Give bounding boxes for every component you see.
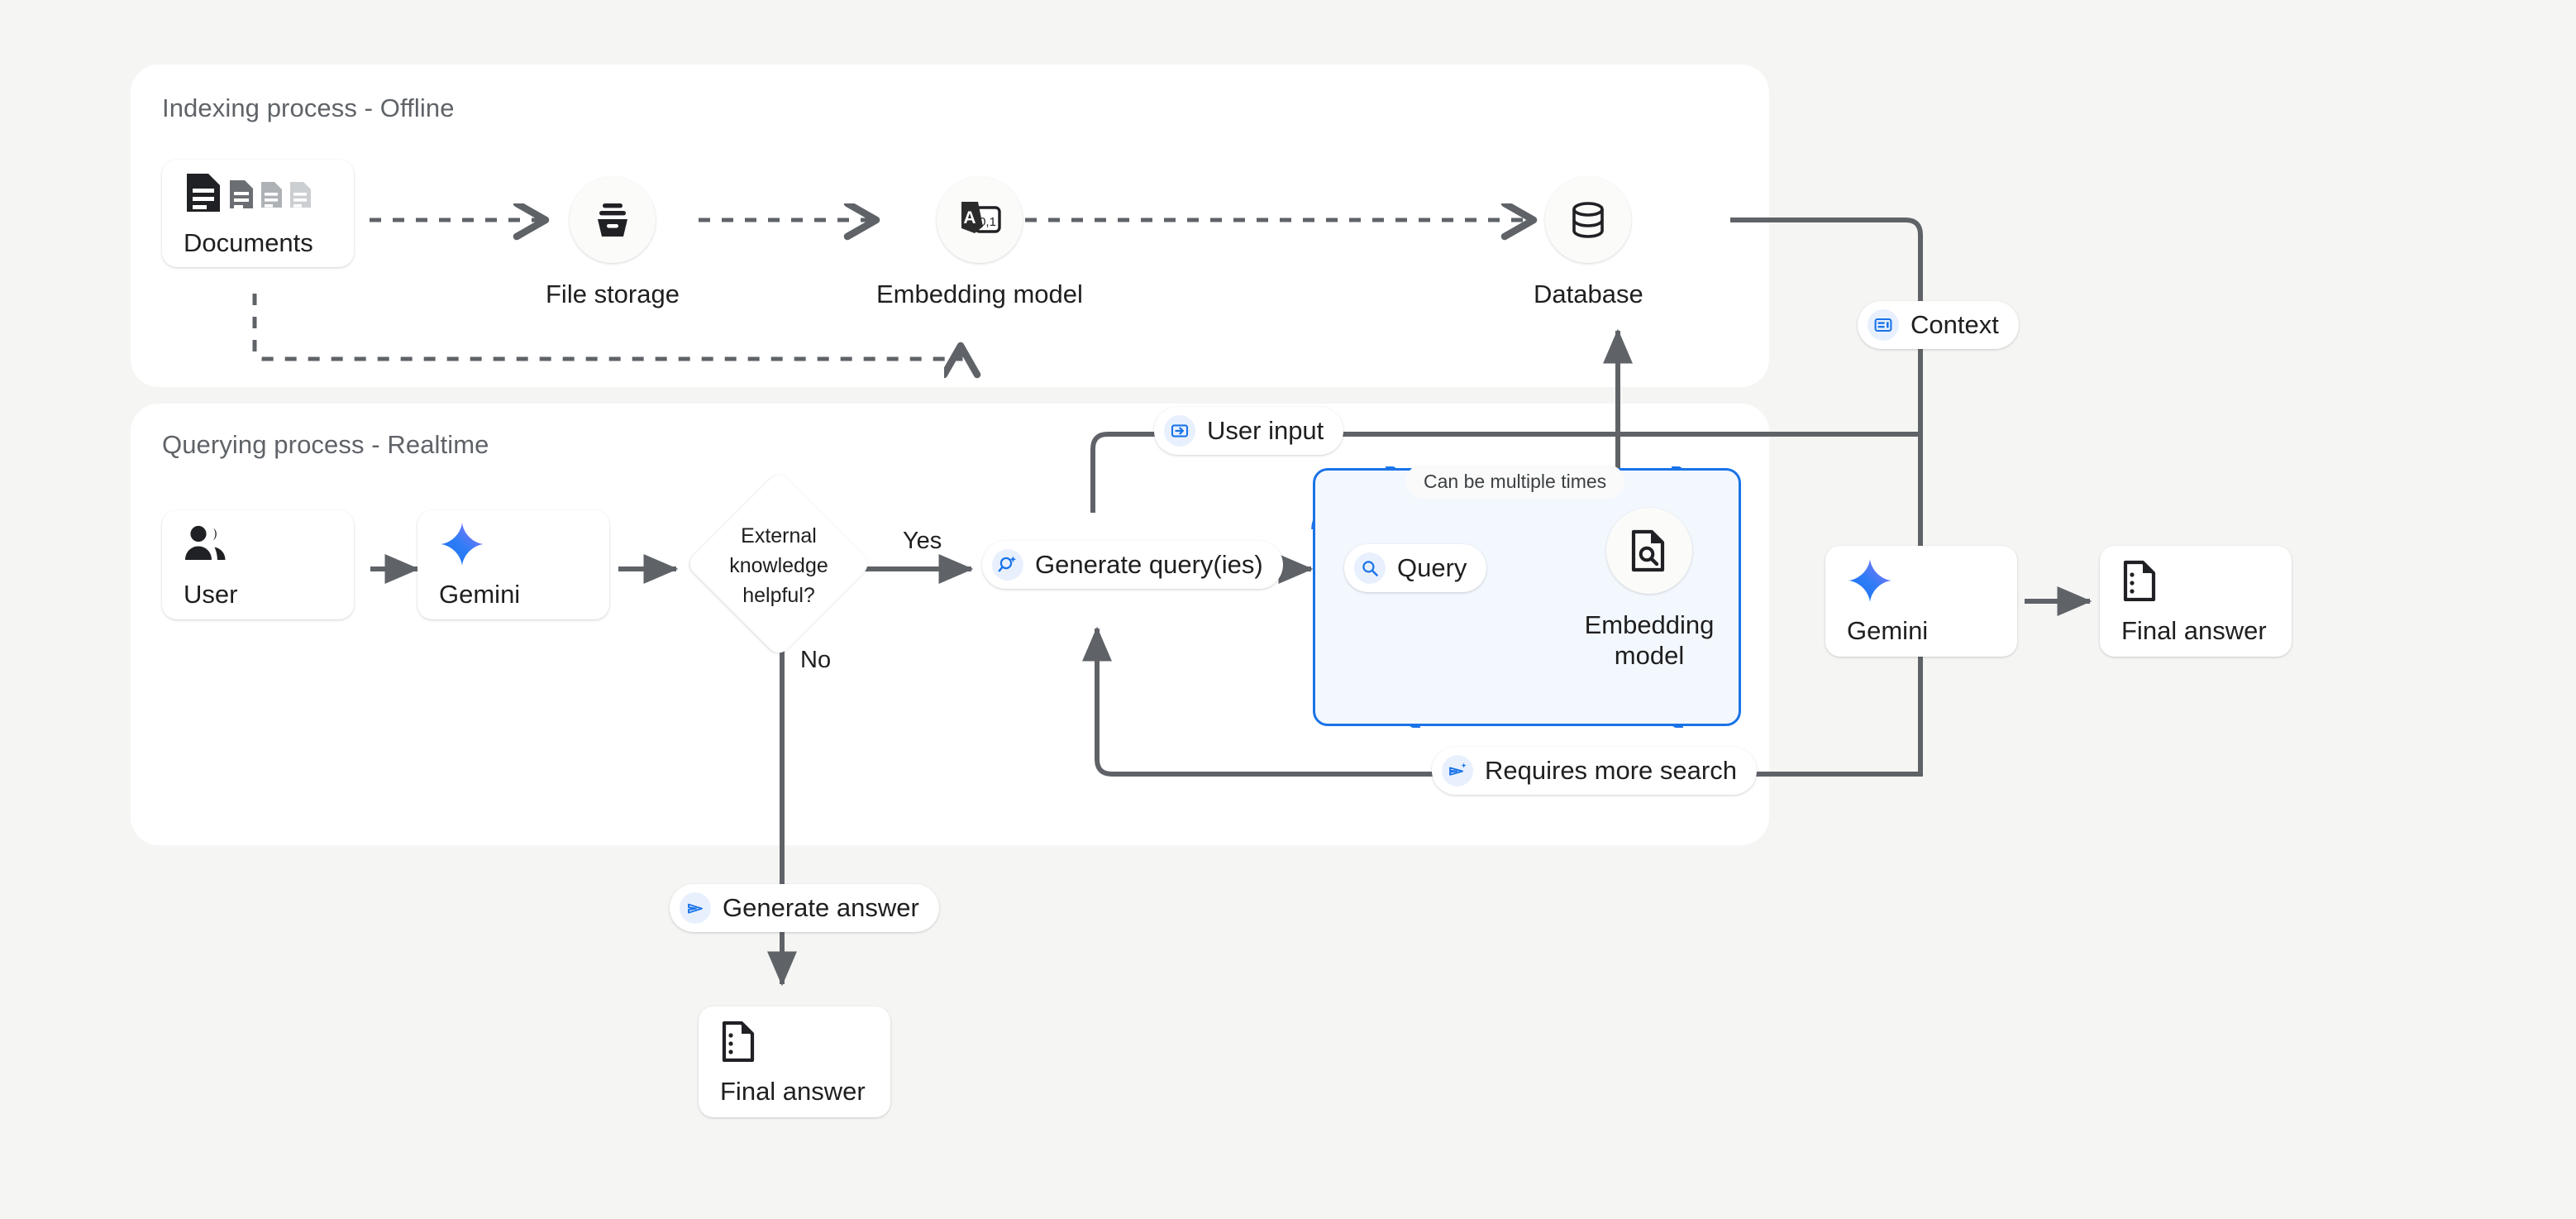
panel-querying-title: Querying process - Realtime (162, 430, 489, 459)
node-user[interactable]: User (162, 510, 354, 619)
edge-label-no: No (800, 647, 832, 673)
node-database[interactable]: Database (1534, 177, 1643, 310)
context-panel-icon (1868, 309, 1899, 341)
people-icon (184, 520, 354, 568)
decision-label: External knowledge helpful? (729, 524, 828, 607)
badge-context[interactable]: Context (1858, 301, 2019, 349)
send-sparkle-icon (1442, 755, 1473, 786)
send-icon (680, 892, 711, 924)
label-can-be-multiple-times: Can be multiple times (1405, 465, 1625, 499)
node-embedding-model-index[interactable]: 0,1 A Embedding model (876, 177, 1083, 310)
panel-indexing-title: Indexing process - Offline (162, 93, 455, 122)
search-icon (1354, 552, 1386, 584)
archive-icon (569, 177, 656, 263)
input-arrow-icon (1164, 415, 1195, 447)
node-final-answer-right-label: Final answer (2121, 616, 2267, 645)
node-documents-label: Documents (184, 228, 313, 257)
node-gemini-answer-label: Gemini (1847, 616, 1929, 645)
search-sparkle-icon (992, 549, 1023, 581)
node-file-storage-label: File storage (546, 280, 680, 308)
node-final-answer-bottom-label: Final answer (720, 1077, 866, 1106)
gemini-sparkle-icon (1847, 557, 2017, 605)
answer-doc-icon (2121, 557, 2292, 605)
node-embedding-model-query-label: Embedding model (1584, 610, 1715, 670)
node-final-answer-bottom[interactable]: Final answer (699, 1006, 890, 1117)
node-documents[interactable]: Documents (162, 160, 354, 267)
database-icon (1545, 177, 1632, 263)
node-final-answer-right[interactable]: Final answer (2100, 546, 2292, 657)
retrieval-loop-box (1313, 468, 1741, 726)
badge-generate-answer[interactable]: Generate answer (670, 884, 939, 932)
node-embedding-model-index-label: Embedding model (876, 280, 1083, 308)
badge-user-input-label: User input (1207, 416, 1324, 445)
documents-icon (184, 169, 354, 217)
badge-generate-answer-label: Generate answer (723, 893, 919, 922)
node-user-label: User (184, 580, 238, 609)
gemini-sparkle-icon (439, 520, 609, 568)
badge-generate-queries-label: Generate query(ies) (1035, 550, 1263, 579)
svg-text:A: A (963, 208, 976, 227)
badge-query-label: Query (1397, 553, 1467, 582)
svg-text:0,1: 0,1 (979, 215, 996, 229)
badge-context-label: Context (1911, 310, 1999, 339)
node-gemini-query[interactable]: Gemini (417, 510, 609, 619)
badge-requires-more-search-label: Requires more search (1485, 756, 1737, 785)
node-gemini-answer[interactable]: Gemini (1825, 546, 2017, 657)
badge-requires-more-search[interactable]: Requires more search (1432, 747, 1757, 795)
document-search-icon (1606, 508, 1692, 594)
translate-icon: 0,1 A (936, 177, 1023, 263)
node-gemini-query-label: Gemini (439, 580, 521, 609)
node-file-storage[interactable]: File storage (546, 177, 680, 310)
answer-doc-icon (720, 1017, 890, 1065)
badge-user-input[interactable]: User input (1154, 407, 1344, 455)
node-database-label: Database (1534, 280, 1643, 308)
edge-label-yes: Yes (903, 528, 942, 554)
badge-query[interactable]: Query (1344, 544, 1487, 592)
node-embedding-model-query[interactable]: Embedding model (1575, 508, 1724, 671)
badge-generate-queries[interactable]: Generate query(ies) (982, 541, 1283, 589)
